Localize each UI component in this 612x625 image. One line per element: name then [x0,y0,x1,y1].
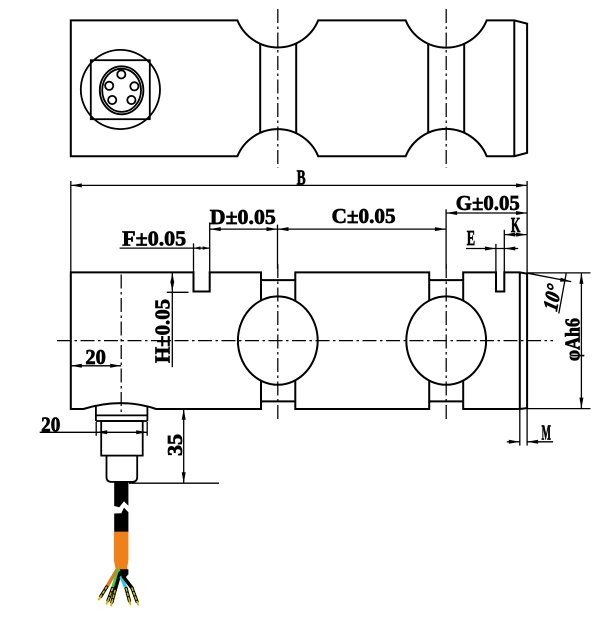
svg-text:D±0.05: D±0.05 [210,205,276,229]
svg-text:F±0.05: F±0.05 [122,226,186,250]
svg-text:G±0.05: G±0.05 [456,191,520,215]
svg-text:35: 35 [163,434,187,456]
svg-text:C±0.05: C±0.05 [332,204,396,228]
svg-text:20: 20 [85,345,106,369]
svg-text:M: M [542,421,551,445]
svg-text:B: B [297,165,306,189]
svg-text:φAh6: φAh6 [561,318,585,361]
svg-text:E: E [467,226,475,250]
svg-text:20: 20 [41,412,60,436]
svg-text:H±0.05: H±0.05 [150,299,174,363]
svg-text:K: K [511,213,521,237]
